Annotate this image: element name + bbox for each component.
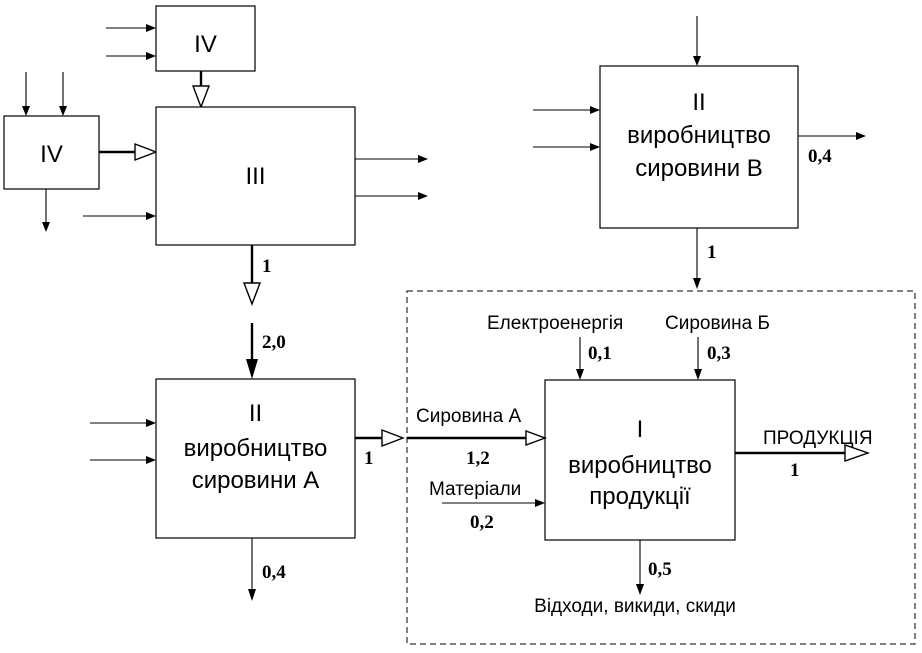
block-ii-a: II виробництво сировини А [155, 378, 356, 539]
block-ii-a-output-arrow: 1 [355, 428, 405, 469]
block-iv-top-rect [155, 5, 256, 72]
raw-b-input: Сировина Б 0,3 [665, 313, 770, 380]
block-iii-label: III [245, 163, 265, 190]
raw-a-input: Сировина А 1,2 [407, 406, 548, 469]
waste-value: 0,5 [648, 559, 672, 580]
block-iv-top-to-iii-arrow [191, 71, 211, 109]
block-ii-v-side-arrow: 0,4 [798, 132, 866, 167]
product-output: ПРОДУКЦІЯ 1 [735, 428, 873, 481]
flow-iii-out-value: 1 [262, 256, 272, 277]
block-ii-a-input-arrows [90, 419, 156, 464]
raw-b-label: Сировина Б [665, 313, 770, 334]
electricity-input: Електроенергія 0,1 [487, 313, 623, 380]
materials-label: Матеріали [429, 479, 521, 500]
raw-a-label: Сировина А [416, 406, 522, 427]
block-i: I виробництво продукції [544, 379, 736, 541]
block-iv-left-input-arrows [22, 72, 67, 116]
materials-value: 0,2 [470, 512, 494, 533]
block-iv-left-label: IV [40, 141, 63, 168]
block-ii-v-input-arrows [533, 106, 600, 151]
block-iii: III [155, 106, 356, 246]
block-ii-a-line2: виробництво [184, 435, 328, 462]
product-label: ПРОДУКЦІЯ [763, 428, 873, 449]
electricity-label: Електроенергія [487, 313, 623, 334]
block-ii-v-line2: виробництво [627, 122, 771, 149]
block-i-line2: виробництво [568, 452, 712, 479]
flow-a-out-value: 1 [364, 448, 374, 469]
block-iv-top: IV [155, 5, 256, 72]
block-ii-a-line3: сировини А [192, 467, 320, 494]
flow-a-in-value: 2,0 [262, 332, 286, 353]
block-ii-a-line1: II [249, 400, 262, 427]
block-i-line3: продукції [589, 483, 691, 510]
product-value: 1 [790, 460, 800, 481]
block-iii-rect [155, 106, 356, 246]
raw-a-value: 1,2 [466, 448, 490, 469]
block-iii-input-arrow [83, 212, 156, 220]
flow-a-waste-value: 0,4 [262, 562, 286, 583]
electricity-value: 0,1 [588, 343, 612, 364]
waste-output: 0,5 Відходи, викиди, скиди [534, 540, 736, 617]
block-i-rect [544, 379, 736, 541]
block-iv-left-rect [3, 115, 100, 190]
block-iii-output-arrows [355, 155, 428, 200]
materials-input: Матеріали 0,2 [429, 479, 545, 533]
block-iii-to-a-arrow: 1 [242, 245, 272, 306]
block-ii-v-line1: II [692, 89, 705, 116]
block-i-line1: I [637, 416, 644, 443]
block-ii-v-output-arrow: 1 [693, 228, 717, 289]
block-iv-left-to-iii-arrow [99, 142, 158, 162]
block-ii-a-input-top: 2,0 [246, 323, 286, 379]
block-iv-left: IV [3, 115, 100, 190]
block-iv-left-output-arrow [42, 189, 50, 232]
block-ii-v: II виробництво сировини В [599, 65, 799, 229]
waste-label: Відходи, викиди, скиди [534, 596, 736, 617]
block-ii-v-input-top [693, 16, 701, 66]
block-ii-v-line3: сировини В [635, 155, 763, 182]
block-iv-top-input-arrows [106, 24, 156, 60]
block-ii-a-waste-arrow: 0,4 [248, 538, 286, 601]
flow-v-side-value: 0,4 [808, 146, 832, 167]
block-ii-a-rect [155, 378, 356, 539]
flow-v-out-value: 1 [707, 242, 717, 263]
block-iv-top-label: IV [194, 31, 217, 58]
main-production-boundary [406, 290, 916, 645]
raw-b-value: 0,3 [707, 343, 731, 364]
